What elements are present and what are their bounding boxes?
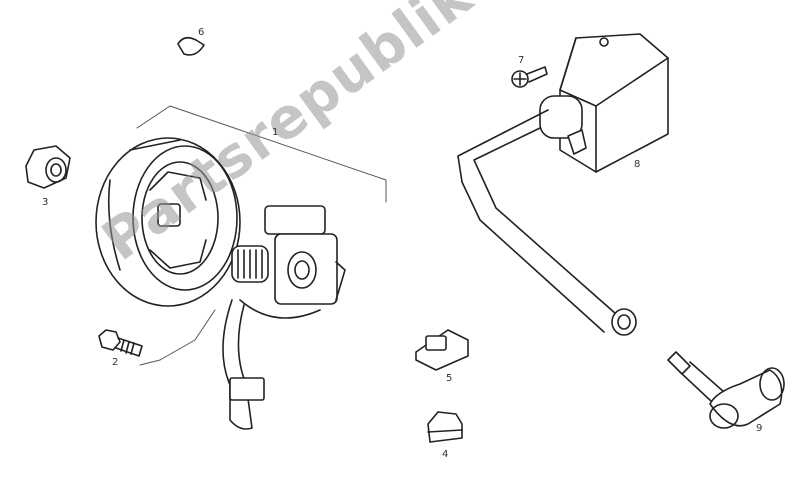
callout-8: 8 [634, 159, 641, 170]
bolt-part [98, 329, 143, 357]
callout-4: 4 [442, 449, 449, 460]
clip-part-5 [415, 329, 469, 371]
ignition-coil-part [457, 33, 669, 336]
callout-5: 5 [446, 373, 453, 384]
flywheel-rotor-part [95, 137, 241, 307]
callout-6: 6 [198, 27, 205, 38]
spark-plug-cap-part [667, 351, 785, 429]
stator-coil-part [222, 205, 346, 430]
key-part [177, 36, 205, 56]
screw-part [511, 66, 548, 88]
callout-3: 3 [42, 197, 49, 208]
callout-1: 1 [272, 127, 279, 138]
callout-7: 7 [518, 55, 525, 66]
callout-2: 2 [112, 357, 119, 368]
callout-9: 9 [756, 423, 763, 434]
hex-nut-part [25, 145, 71, 189]
leader-line-1 [136, 105, 387, 366]
grommet-part-4 [427, 411, 463, 443]
